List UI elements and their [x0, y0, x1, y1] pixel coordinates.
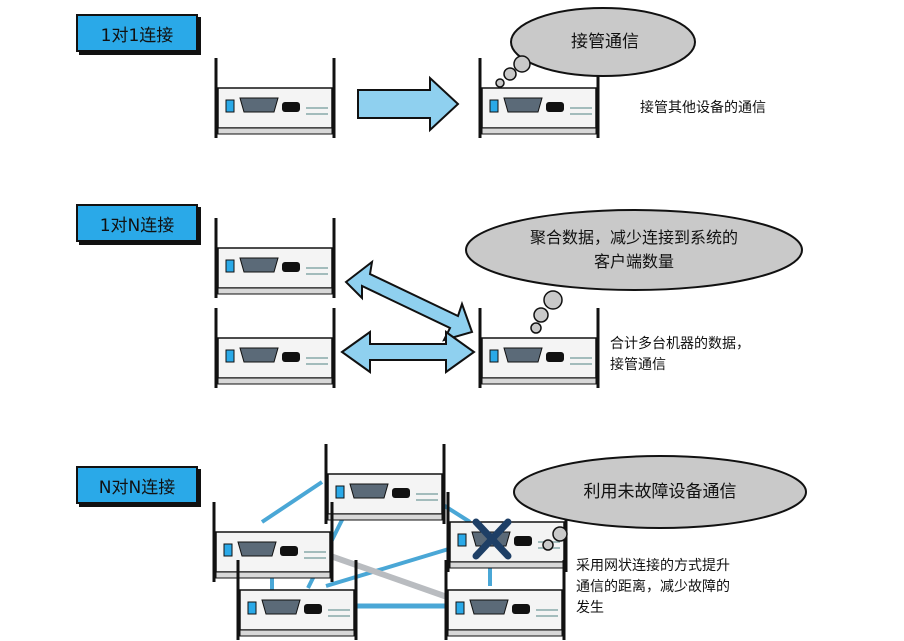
- router-source-icon: [214, 56, 336, 140]
- caption-1to1: 接管其他设备的通信: [640, 100, 766, 116]
- mesh-router-top-icon: [324, 442, 446, 526]
- bubble-text-1to1: 接管通信: [571, 32, 639, 52]
- section-label-1toN: 1对N连接: [76, 204, 198, 242]
- mesh-router-bottom-right-icon: [444, 558, 566, 641]
- bubble-text-1toN-line1: 聚合数据，减少连接到系统的: [529, 228, 738, 247]
- caption-NtoN-line2: 通信的距离，减少故障的: [576, 579, 730, 595]
- double-arrow-icon: [340, 330, 476, 374]
- caption-NtoN: 采用网状连接的方式提升 通信的距离，减少故障的 发生: [576, 556, 730, 619]
- caption-1toN-line2: 接管通信: [610, 357, 666, 373]
- router-client-1-icon: [214, 216, 336, 300]
- double-arrow-icon: [344, 259, 474, 342]
- failure-x-icon: [472, 518, 512, 560]
- thought-cloud-icon: [495, 7, 696, 88]
- router-client-2-icon: [214, 306, 336, 390]
- mesh-link-icon: [260, 480, 324, 524]
- thought-cloud-icon: [513, 455, 807, 551]
- section-label-1to1: 1对1连接: [76, 14, 198, 52]
- caption-1toN-line1: 合计多台机器的数据，: [610, 336, 750, 352]
- thought-cloud-icon: [465, 209, 803, 334]
- caption-NtoN-line3: 发生: [576, 600, 604, 616]
- bubble-text-NtoN: 利用未故障设备通信: [583, 482, 737, 502]
- caption-NtoN-line1: 采用网状连接的方式提升: [576, 558, 730, 574]
- section-1to1: [214, 7, 696, 140]
- caption-1toN: 合计多台机器的数据， 接管通信: [610, 334, 750, 376]
- section-1toN: [214, 209, 803, 390]
- bubble-text-1toN: 聚合数据，减少连接到系统的 客户端数量: [484, 226, 784, 274]
- one-way-arrow-icon: [357, 75, 460, 133]
- mesh-link-icon: [325, 546, 453, 588]
- section-NtoN: [212, 442, 807, 641]
- section-label-NtoN: N对N连接: [76, 466, 198, 504]
- bubble-text-1toN-line2: 客户端数量: [593, 252, 674, 271]
